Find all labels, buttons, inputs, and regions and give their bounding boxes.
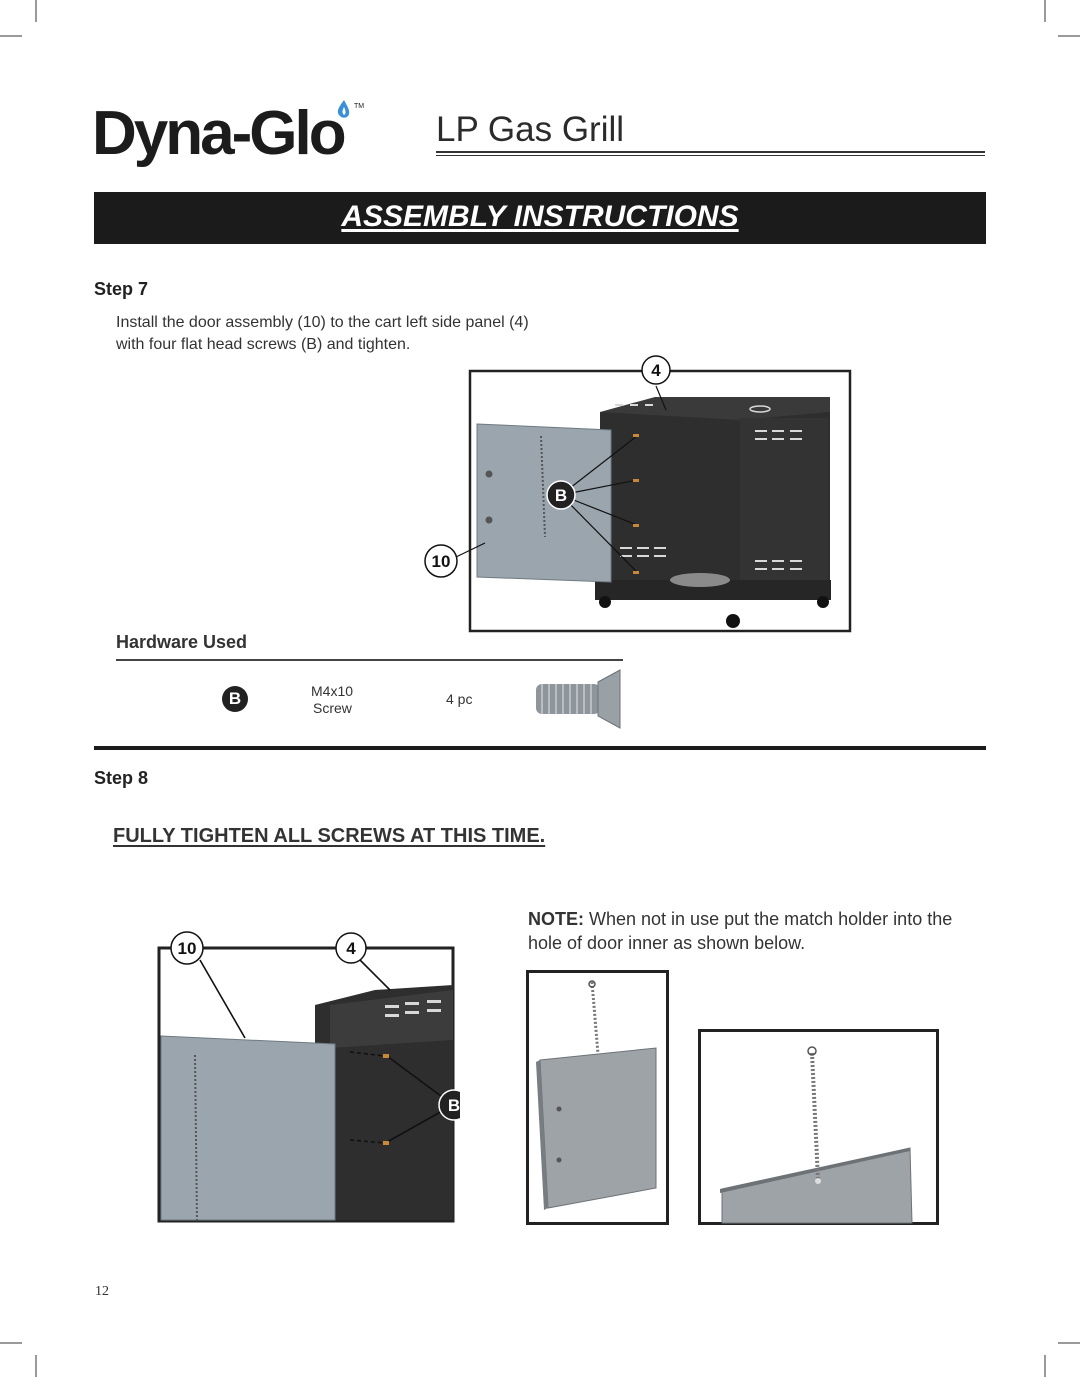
step8-instruction: FULLY TIGHTEN ALL SCREWS AT THIS TIME. <box>113 825 546 847</box>
callout-b-label: B <box>555 486 567 505</box>
callout-4-label: 4 <box>346 939 356 958</box>
step7-heading: Step 7 <box>94 279 149 299</box>
note-text: When not in use put the match holder int… <box>528 909 953 953</box>
callout-b-label: B <box>448 1096 460 1115</box>
hardware-size: M4x10 <box>311 683 354 699</box>
callout-10: 10 <box>170 931 204 965</box>
callout-10: 10 <box>424 544 458 578</box>
flame-icon <box>337 100 350 118</box>
banner-title: ASSEMBLY INSTRUCTIONS <box>341 200 739 233</box>
callout-10-label: 10 <box>178 939 197 958</box>
step8-heading: Step 8 <box>94 768 149 788</box>
crop-mark <box>0 1342 22 1344</box>
note-label: NOTE: <box>528 909 584 929</box>
crop-mark <box>35 1355 37 1377</box>
callout-b: B <box>546 480 576 510</box>
brand-logo-text: Dyna-Glo <box>92 99 345 168</box>
page-number: 12 <box>95 1284 109 1299</box>
section-divider <box>94 746 986 750</box>
trademark-mark: TM <box>354 103 364 110</box>
hardware-title: Hardware Used <box>116 632 248 652</box>
callout-4-label: 4 <box>651 361 661 380</box>
crop-mark <box>1058 1342 1080 1344</box>
callout-4: 4 <box>641 355 671 385</box>
crop-mark <box>1044 1355 1046 1377</box>
step7-instruction-line2: with four flat head screws (B) and tight… <box>116 336 411 353</box>
callout-10-label: 10 <box>432 552 451 571</box>
step7-instruction-line1: Install the door assembly (10) to the ca… <box>116 314 529 331</box>
screw-icon <box>536 669 621 729</box>
screw-markers <box>633 434 639 574</box>
cart-body <box>595 397 831 628</box>
hardware-quantity: 4 pc <box>446 691 473 707</box>
crop-mark <box>1044 0 1046 22</box>
crop-mark <box>0 35 22 37</box>
section-banner: ASSEMBLY INSTRUCTIONS <box>94 192 986 244</box>
brand-logo: Dyna-Glo TM <box>92 94 382 174</box>
match-holder-note: NOTE: When not in use put the match hold… <box>528 907 968 955</box>
match-holder-illustration-2 <box>698 1029 939 1225</box>
step7-illustration: 4 B 10 <box>424 355 852 633</box>
match-holder-illustration-1 <box>526 970 669 1225</box>
hardware-letter-badge: B <box>222 686 248 712</box>
hardware-divider <box>116 659 623 661</box>
callout-b: B <box>438 1089 460 1121</box>
door-panel <box>476 423 612 583</box>
title-underline <box>436 155 985 156</box>
callout-4: 4 <box>335 932 367 964</box>
step8-illustration: 10 4 B <box>157 931 460 1223</box>
crop-mark <box>1058 35 1080 37</box>
hardware-name: Screw <box>313 700 352 716</box>
title-underline <box>436 151 985 153</box>
crop-mark <box>35 0 37 22</box>
document-title: LP Gas Grill <box>436 110 625 149</box>
